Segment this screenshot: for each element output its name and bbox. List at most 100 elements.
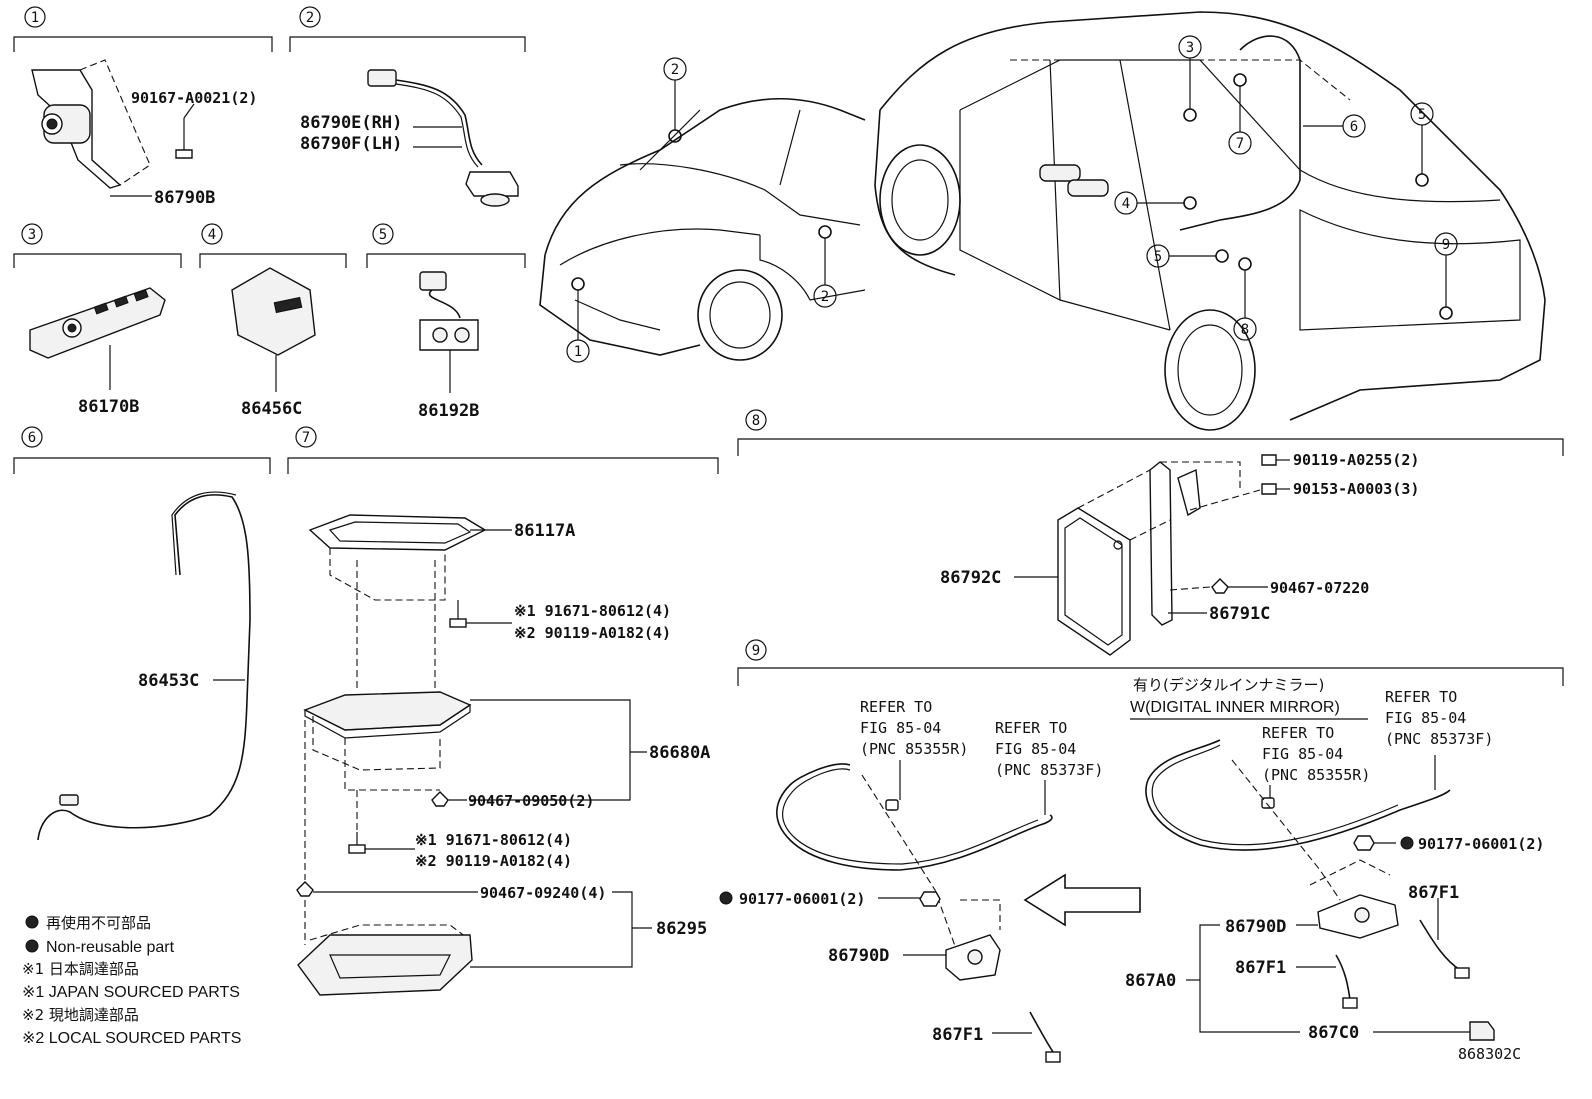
section-6-number: 6 [28,430,36,446]
bracket-86791C [1149,461,1173,626]
section-5: 5 86192B [366,223,526,421]
refer-1-line-1: REFER TO [860,698,932,716]
part-867F1-right-top: 867F1 [1408,883,1459,903]
rear-callout-9: 9 [1442,237,1450,253]
section-8-number: 8 [752,413,760,429]
legend: 再使用不可部品 Non-reusable part ※1 日本調達部品 ※1 J… [22,914,241,1047]
front-callout-1: 1 [574,344,582,360]
section-9: 9 REFER TO FIG 85-04 (PNC 85355R) REFER … [719,639,1564,1063]
part-86791C: 86791C [1209,604,1270,624]
section-2-number: 2 [306,10,314,26]
bolt-90153-A0003: 90153-A0003(3) [1293,480,1419,498]
trim-cover [297,934,473,996]
refer-3-line-1: REFER TO [1262,724,1334,742]
non-reusable-nut-left-marker [719,891,733,905]
section-1-number: 1 [31,10,39,26]
rear-callout-5b: 5 [1154,249,1162,265]
usb-connector [419,271,447,291]
part-86680A: 86680A [649,743,710,763]
part-867F1-right: 867F1 [1235,958,1286,978]
part-86790D-left: 86790D [828,946,889,966]
nut-90177-right: 90177-06001(2) [1418,835,1544,853]
part-86790E: 86790E(RH) [300,113,402,133]
rear-vehicle-view: 3 7 4 6 5 5 8 9 [874,11,1546,431]
part-86790D-right: 86790D [1225,917,1286,937]
screw-1-japan: ※1 91671-80612(4) [514,602,671,620]
front-callout-2b: 2 [821,289,829,305]
clip-90467-09050: 90467-09050(2) [468,792,594,810]
part-86790B: 86790B [154,188,215,208]
part-867C0: 867C0 [1308,1023,1359,1043]
bolt-90119-A0255: 90119-A0255(2) [1293,451,1419,469]
refer-3-line-2: FIG 85-04 [1262,745,1343,763]
refer-4-line-1: REFER TO [1385,688,1457,706]
refer-4-line-3: (PNC 85373F) [1385,730,1493,748]
nav-module [303,691,472,731]
ecu-86792C [1057,507,1131,656]
part-867A0: 867A0 [1125,971,1176,991]
legend-japan-jp: ※1 日本調達部品 [22,960,139,978]
part-86117A: 86117A [514,521,575,541]
side-camera-connector [367,69,397,87]
rear-callout-8: 8 [1241,322,1249,338]
refer-1-line-2: FIG 85-04 [860,719,941,737]
variant-en: W(DIGITAL INNER MIRROR) [1130,699,1340,716]
side-camera [465,171,519,197]
harness-86453C [37,494,251,841]
rear-callout-6: 6 [1350,119,1358,135]
legend-nonreuse-en: Non-reusable part [46,939,175,956]
mount-frame [308,514,487,551]
section-3: 3 86170B [13,223,182,417]
part-86453C: 86453C [138,671,199,691]
section-1: 1 90167-A0021(2) 86790B [13,6,273,208]
figure-code: 868302C [1458,1045,1521,1063]
screw-2-japan: ※1 91671-80612(4) [415,831,572,849]
refer-3-line-3: (PNC 85355R) [1262,766,1370,784]
refer-2-line-2: FIG 85-04 [995,740,1076,758]
legend-local-en: ※2 LOCAL SOURCED PARTS [22,1030,241,1047]
hdmi-module [231,267,316,356]
section-9-number: 9 [752,643,760,659]
clip-90467-07220: 90467-07220 [1270,579,1369,597]
legend-local-jp: ※2 現地調達部品 [22,1006,139,1024]
refer-4-line-2: FIG 85-04 [1385,709,1466,727]
legend-nonreuse-jp: 再使用不可部品 [46,914,151,932]
part-867F1-left: 867F1 [932,1025,983,1045]
control-switch [29,287,166,359]
section-2: 2 86790E(RH) 86790F(LH) [289,6,526,207]
camera-cord-connector [1469,1021,1495,1041]
section-4-number: 4 [208,227,216,243]
section-7-number: 7 [302,430,310,446]
clip-90467-09240: 90467-09240(4) [480,884,606,902]
section-3-number: 3 [28,227,36,243]
refer-2-line-3: (PNC 85373F) [995,761,1103,779]
non-reusable-nut-right-marker [1400,836,1414,850]
part-86295: 86295 [656,919,707,939]
front-vehicle-view: 2 2 1 [539,57,866,363]
section-5-number: 5 [379,227,387,243]
section-7: 7 86117A ※1 91671-80612(4) ※2 90119-A018… [287,426,719,996]
direction-arrow [1023,873,1141,927]
screw-2-local: ※2 90119-A0182(4) [415,852,572,870]
rear-callout-3: 3 [1186,40,1194,56]
variant-jp: 有り(デジタルインナミラー) [1133,676,1324,694]
legend-japan-en: ※1 JAPAN SOURCED PARTS [22,984,240,1001]
rear-callout-7: 7 [1236,136,1244,152]
refer-2-line-1: REFER TO [995,719,1067,737]
refer-1-line-3: (PNC 85355R) [860,740,968,758]
section-8: 8 90119-A0255(2) 90153-A0003(3) 90467-07… [737,409,1564,656]
section-4: 4 86456C [199,223,347,419]
part-86192B: 86192B [418,401,479,421]
nut-90177-left: 90177-06001(2) [739,890,865,908]
part-86456C: 86456C [241,399,302,419]
part-86170B: 86170B [78,397,139,417]
rear-callout-5a: 5 [1418,107,1426,123]
screw-1-local: ※2 90119-A0182(4) [514,624,671,642]
front-callout-2: 2 [671,62,679,78]
section-6: 6 86453C [13,426,271,841]
rear-callout-4: 4 [1122,196,1130,212]
part-86790F: 86790F(LH) [300,134,402,154]
part-86792C: 86792C [940,568,1001,588]
fastener-90167: 90167-A0021(2) [131,89,257,107]
